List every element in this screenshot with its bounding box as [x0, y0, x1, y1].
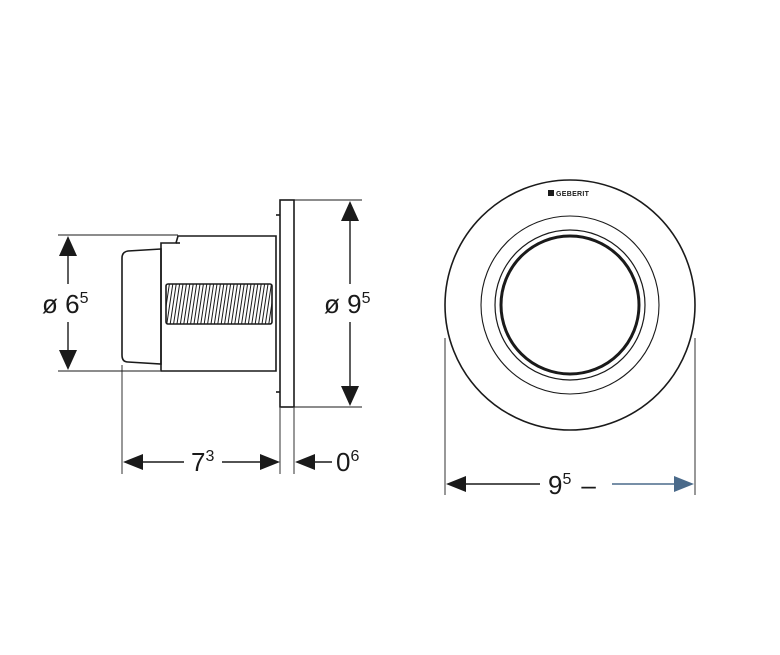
thread-line — [230, 284, 238, 324]
thread-line — [200, 284, 208, 324]
arrowhead-down — [341, 386, 359, 406]
thread-line — [176, 284, 184, 324]
dim-label-front-width: 95– — [548, 470, 596, 500]
thread-line — [244, 284, 252, 324]
arrowhead-down — [59, 350, 77, 370]
thread-line — [196, 284, 204, 324]
dim-depth-plate: 06 — [295, 447, 359, 477]
thread-line — [224, 284, 232, 324]
thread-line — [268, 299, 272, 324]
arrowhead-right — [260, 454, 280, 470]
thread-line — [190, 284, 198, 324]
extension-lines-front — [444, 338, 696, 495]
dim-depth-body: 73 — [123, 447, 280, 477]
thread-line — [251, 284, 259, 324]
thread-line — [186, 284, 194, 324]
dim-diameter-small: ø 65 — [42, 236, 89, 370]
thread-line — [213, 284, 221, 324]
thread-line — [258, 284, 266, 324]
arrowhead-left — [123, 454, 143, 470]
arrowhead-up — [59, 236, 77, 256]
extension-lines — [58, 199, 362, 474]
cover-plate — [279, 199, 295, 408]
button-outer-edge — [494, 229, 646, 381]
thread-line — [179, 284, 187, 324]
cover-plate-outer — [444, 179, 696, 431]
thread-line — [173, 284, 181, 324]
dim-diameter-large: ø 95 — [324, 201, 371, 406]
side-view — [121, 199, 295, 408]
thread-line — [247, 284, 255, 324]
front-view — [444, 179, 696, 431]
push-button-cap — [121, 248, 162, 365]
button-bezel-ring — [480, 215, 660, 395]
thread-line — [264, 284, 272, 324]
geberit-logo: GEBERIT — [548, 190, 590, 198]
thread-line — [210, 284, 218, 324]
arrowhead-left — [446, 476, 466, 492]
button-face — [499, 234, 641, 376]
thread-lines — [166, 284, 272, 324]
brand-logo-text: GEBERIT — [556, 191, 590, 198]
thread-line — [166, 284, 170, 311]
arrowhead-up — [341, 201, 359, 221]
thread-line — [207, 284, 215, 324]
thread-line — [203, 284, 211, 324]
thread-line — [254, 284, 262, 324]
thread-line — [217, 284, 225, 324]
thread-line — [183, 284, 191, 324]
thread-line — [234, 284, 242, 324]
dim-label-depth-plate: 06 — [336, 447, 359, 477]
thread-line — [261, 284, 269, 324]
thread-line — [193, 284, 201, 324]
thread-line — [237, 284, 245, 324]
arrowhead-left — [295, 454, 315, 470]
thread-line — [227, 284, 235, 324]
thread-line — [169, 284, 177, 324]
dim-label-depth-body: 73 — [191, 447, 214, 477]
thread-line — [166, 284, 174, 324]
logo-mark — [548, 190, 554, 196]
dim-front-width: 95– — [446, 470, 694, 500]
dim-label-diameter-small: ø 65 — [42, 289, 89, 319]
dim-label-diameter-large: ø 95 — [324, 289, 371, 319]
thread-line — [241, 284, 249, 324]
arrowhead-right — [674, 476, 694, 492]
thread-line — [220, 284, 228, 324]
